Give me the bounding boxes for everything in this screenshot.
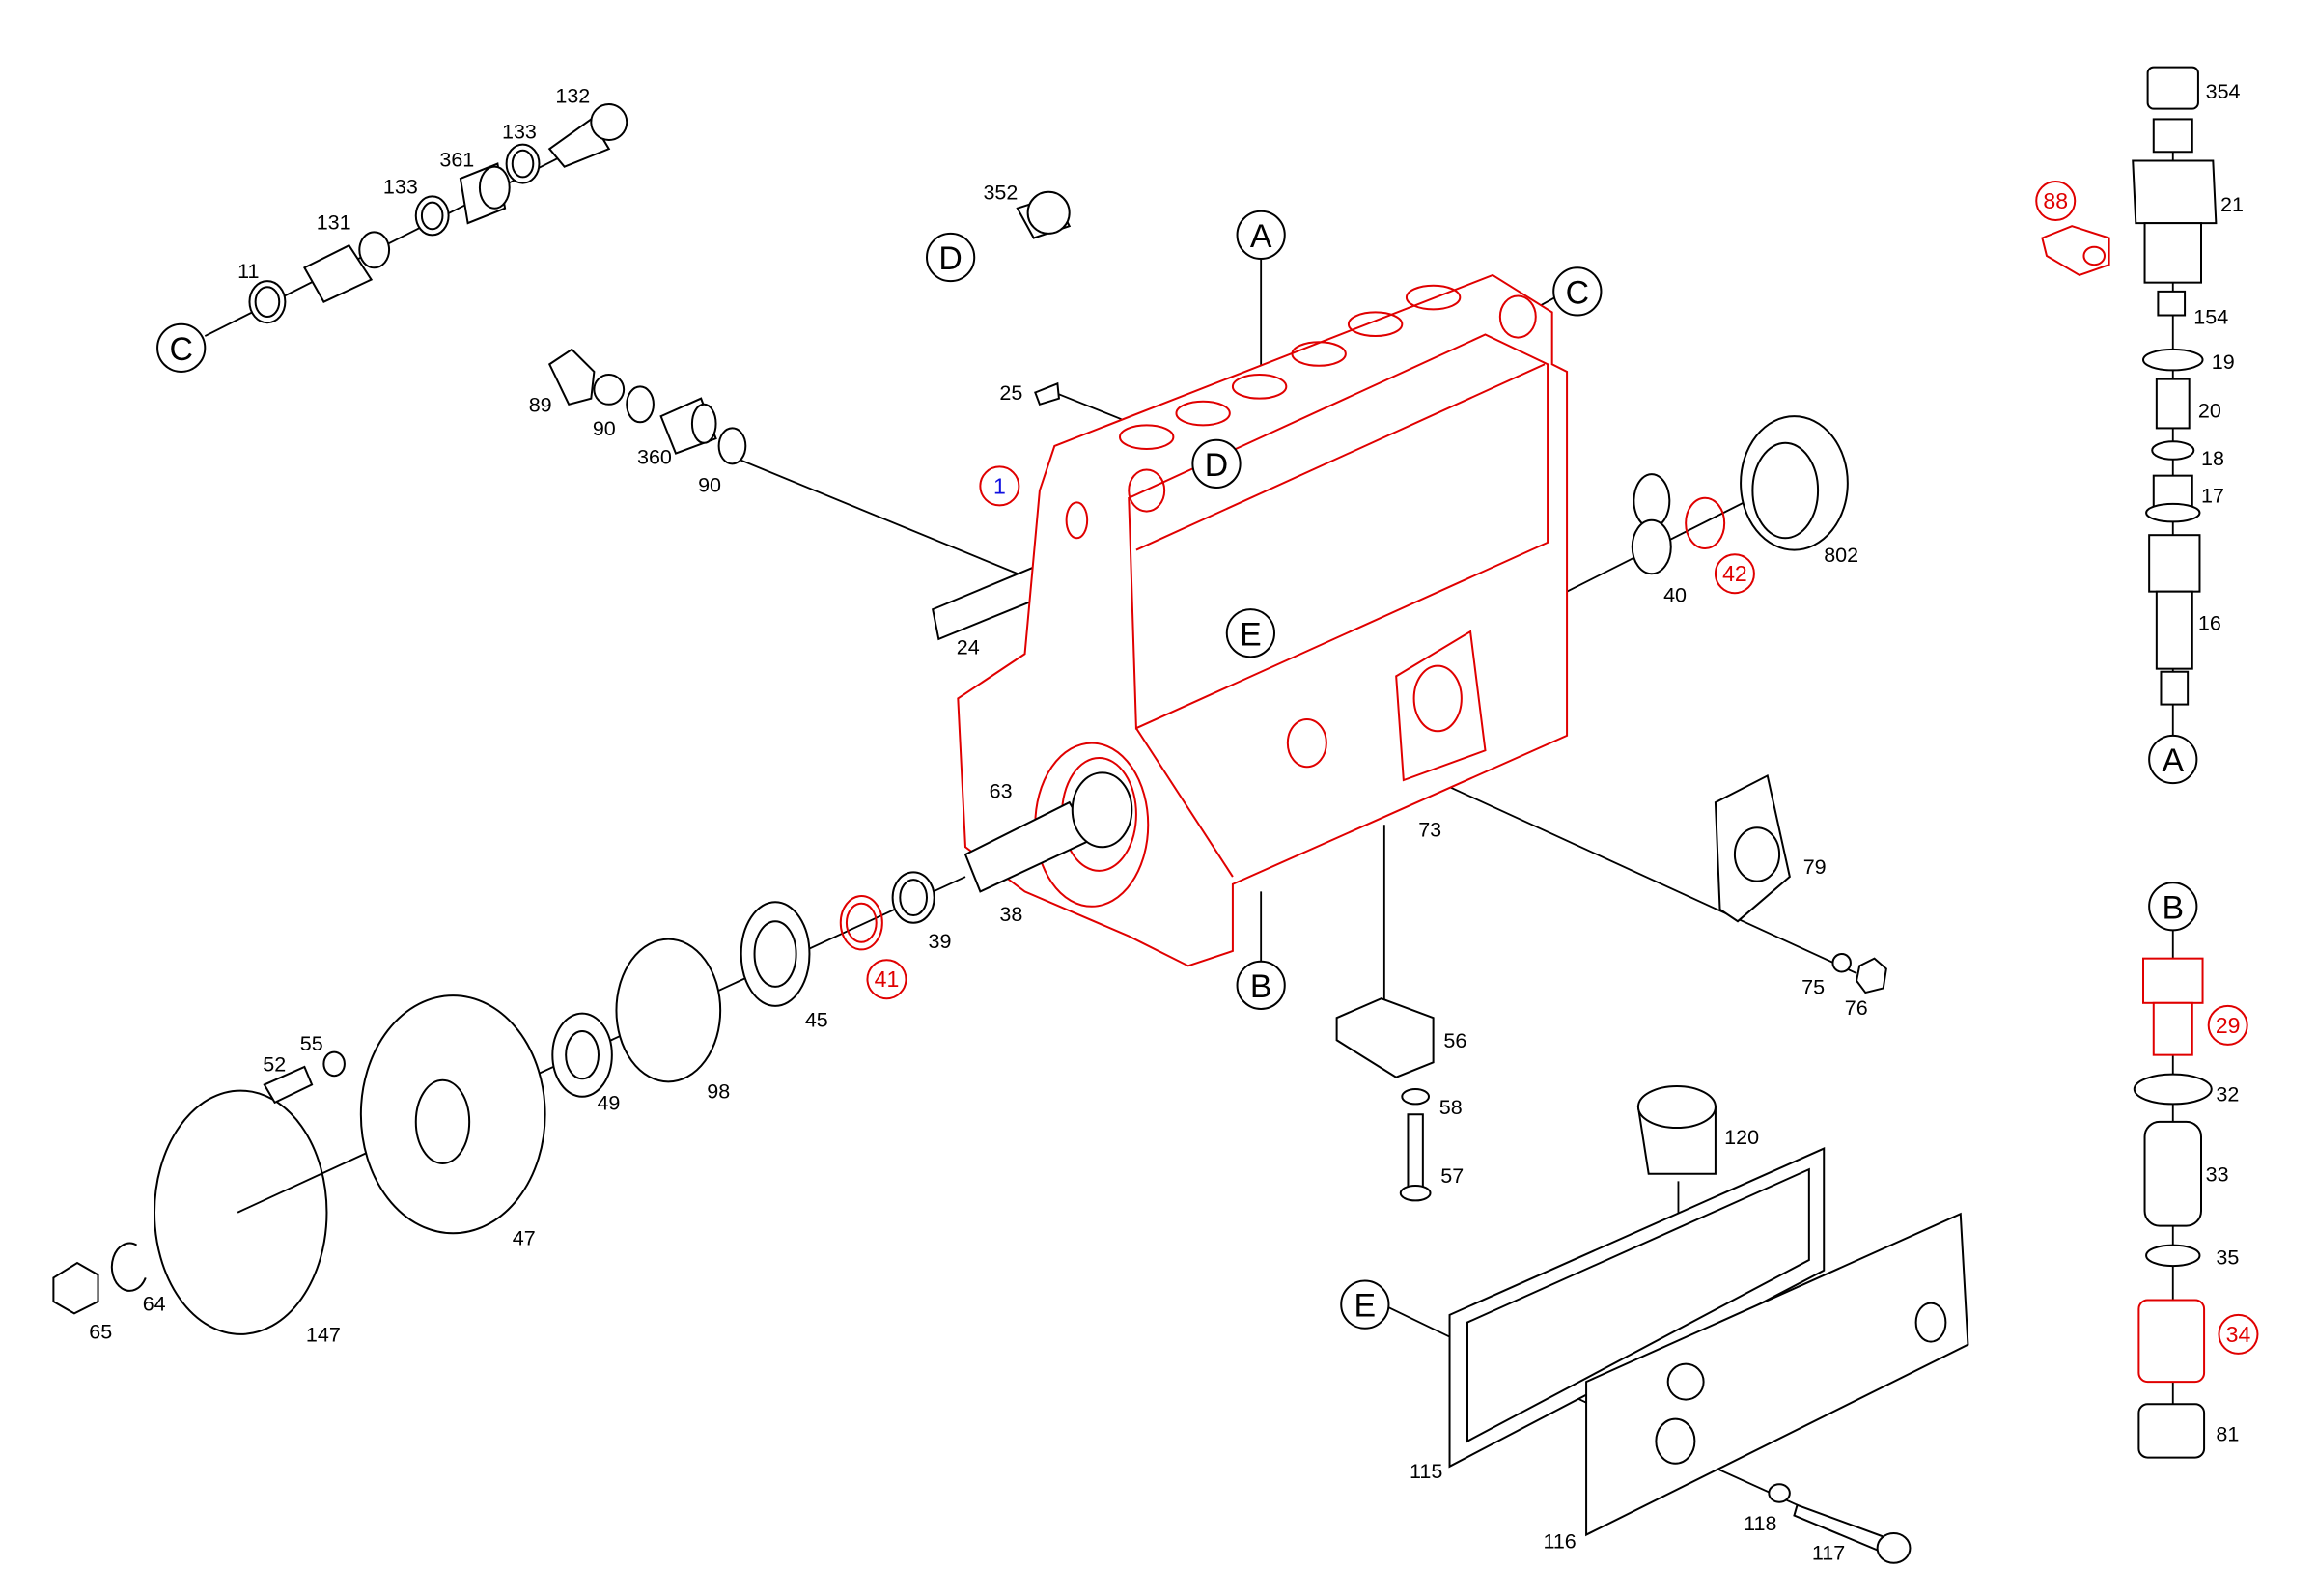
callout-41-text: 41 bbox=[875, 966, 900, 992]
callout-47[interactable]: 47 bbox=[513, 1227, 536, 1250]
callout-49[interactable]: 49 bbox=[597, 1092, 620, 1115]
callout-79[interactable]: 79 bbox=[1803, 855, 1827, 879]
marker-a-top-text: A bbox=[1250, 218, 1272, 255]
callout-354[interactable]: 354 bbox=[2206, 80, 2241, 103]
marker-c-left-text: C bbox=[169, 331, 192, 368]
callout-58[interactable]: 58 bbox=[1439, 1096, 1463, 1119]
callout-32[interactable]: 32 bbox=[2216, 1082, 2239, 1106]
callout-120[interactable]: 120 bbox=[1724, 1126, 1759, 1149]
callout-34-text: 34 bbox=[2226, 1322, 2251, 1347]
part-callouts: 132 133 361 133 131 11 352 25 89 90 360 … bbox=[89, 80, 2244, 1565]
callout-40[interactable]: 40 bbox=[1663, 583, 1687, 606]
callout-117[interactable]: 117 bbox=[1812, 1542, 1845, 1565]
marker-d-block-text: D bbox=[1205, 447, 1228, 484]
callout-20[interactable]: 20 bbox=[2198, 400, 2221, 423]
callout-11[interactable]: 11 bbox=[237, 260, 259, 283]
highlighted-callouts: 1 42 41 88 29 34 bbox=[866, 181, 2259, 1355]
callout-89[interactable]: 89 bbox=[529, 394, 552, 417]
callout-154[interactable]: 154 bbox=[2193, 306, 2228, 329]
callout-88-text: 88 bbox=[2043, 188, 2068, 213]
callout-55[interactable]: 55 bbox=[300, 1032, 323, 1055]
callout-352[interactable]: 352 bbox=[983, 182, 1018, 205]
marker-a-top[interactable]: A bbox=[1236, 210, 1286, 261]
callout-35[interactable]: 35 bbox=[2216, 1246, 2239, 1270]
callout-75[interactable]: 75 bbox=[1801, 976, 1825, 999]
marker-e-block-text: E bbox=[1240, 616, 1262, 653]
callout-57[interactable]: 57 bbox=[1440, 1164, 1464, 1188]
marker-c-left[interactable]: C bbox=[156, 322, 207, 373]
callout-81[interactable]: 81 bbox=[2216, 1423, 2239, 1446]
callout-21[interactable]: 21 bbox=[2220, 193, 2244, 216]
marker-d-block[interactable]: D bbox=[1191, 438, 1242, 489]
highlight-callout-42[interactable]: 42 bbox=[1714, 553, 1755, 595]
marker-c-top-text: C bbox=[1566, 274, 1589, 311]
marker-d-top-text: D bbox=[938, 240, 962, 277]
callout-76[interactable]: 76 bbox=[1845, 996, 1868, 1020]
marker-b-block-text: B bbox=[1250, 968, 1272, 1005]
marker-e-block[interactable]: E bbox=[1225, 608, 1275, 658]
highlight-callout-88[interactable]: 88 bbox=[2035, 181, 2077, 222]
reference-markers: C C D D A A B B E E bbox=[156, 210, 2198, 1330]
callout-25[interactable]: 25 bbox=[999, 381, 1022, 405]
callout-19[interactable]: 19 bbox=[2212, 350, 2235, 374]
callout-29-text: 29 bbox=[2216, 1013, 2241, 1038]
marker-a-right-text: A bbox=[2162, 742, 2184, 779]
marker-e-cover-text: E bbox=[1354, 1288, 1377, 1325]
callout-45[interactable]: 45 bbox=[805, 1008, 828, 1031]
callout-133[interactable]: 133 bbox=[383, 175, 418, 198]
callout-116[interactable]: 116 bbox=[1543, 1529, 1576, 1553]
marker-e-cover[interactable]: E bbox=[1340, 1279, 1390, 1330]
marker-c-top[interactable]: C bbox=[1552, 266, 1603, 317]
callout-18[interactable]: 18 bbox=[2201, 447, 2224, 470]
marker-d-top[interactable]: D bbox=[926, 232, 976, 283]
marker-a-right[interactable]: A bbox=[2148, 734, 2198, 785]
right-column-parts bbox=[2041, 66, 2218, 1459]
marker-b-block[interactable]: B bbox=[1236, 960, 1286, 1010]
callout-118[interactable]: 118 bbox=[1744, 1512, 1776, 1535]
callout-24[interactable]: 24 bbox=[957, 635, 980, 658]
callout-56[interactable]: 56 bbox=[1443, 1029, 1466, 1052]
marker-b-right-text: B bbox=[2162, 889, 2184, 926]
highlight-callout-34[interactable]: 34 bbox=[2218, 1313, 2259, 1355]
callout-38[interactable]: 38 bbox=[999, 903, 1022, 926]
callout-33[interactable]: 33 bbox=[2206, 1162, 2229, 1186]
callout-63[interactable]: 63 bbox=[990, 780, 1013, 803]
callout-147[interactable]: 147 bbox=[306, 1324, 341, 1347]
callout-17[interactable]: 17 bbox=[2201, 484, 2224, 507]
callout-64[interactable]: 64 bbox=[143, 1292, 166, 1315]
callout-16[interactable]: 16 bbox=[2198, 612, 2221, 635]
marker-b-right[interactable]: B bbox=[2148, 882, 2198, 932]
highlight-callout-1[interactable]: 1 bbox=[979, 465, 1020, 507]
callout-73[interactable]: 73 bbox=[1418, 819, 1441, 842]
callout-1-text: 1 bbox=[993, 473, 1006, 498]
callout-90[interactable]: 90 bbox=[593, 417, 616, 440]
callout-132[interactable]: 132 bbox=[555, 85, 590, 108]
callout-90[interactable]: 90 bbox=[698, 474, 721, 497]
highlight-callout-29[interactable]: 29 bbox=[2207, 1004, 2248, 1046]
drive-components bbox=[52, 415, 1969, 1564]
highlight-callout-41[interactable]: 41 bbox=[866, 959, 907, 1000]
delivery-valve-fitting-group bbox=[248, 103, 1072, 641]
callout-131[interactable]: 131 bbox=[317, 210, 351, 234]
callout-361[interactable]: 361 bbox=[439, 149, 474, 172]
callout-42-text: 42 bbox=[1722, 561, 1747, 586]
callout-52[interactable]: 52 bbox=[263, 1053, 286, 1077]
callout-133[interactable]: 133 bbox=[502, 120, 537, 143]
callout-115[interactable]: 115 bbox=[1410, 1460, 1442, 1483]
callout-360[interactable]: 360 bbox=[637, 445, 672, 468]
callout-802[interactable]: 802 bbox=[1824, 544, 1858, 567]
callout-98[interactable]: 98 bbox=[707, 1079, 730, 1103]
callout-39[interactable]: 39 bbox=[929, 930, 952, 953]
callout-65[interactable]: 65 bbox=[89, 1321, 112, 1344]
